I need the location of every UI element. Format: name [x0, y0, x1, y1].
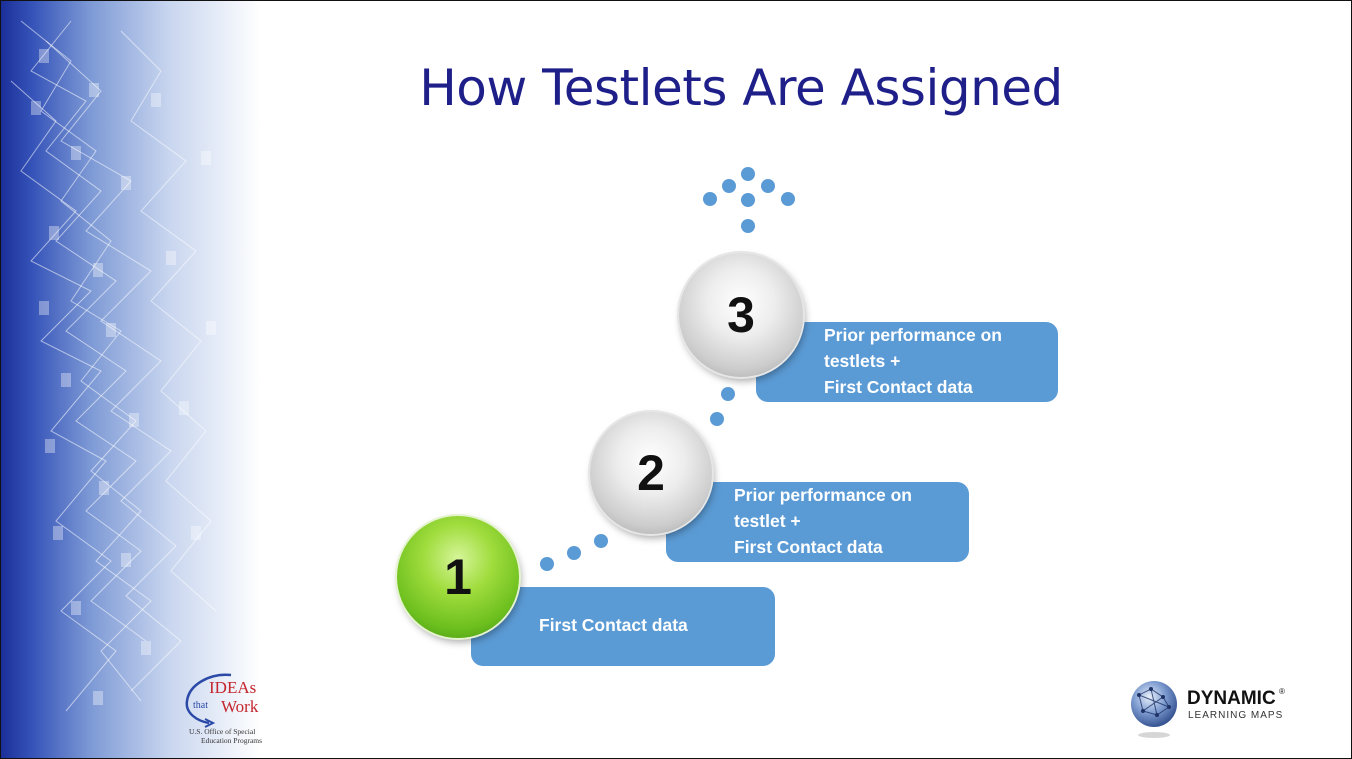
dot [721, 387, 735, 401]
dot [710, 412, 724, 426]
step-1-box: First Contact data [471, 587, 775, 666]
dot [741, 219, 755, 233]
registered-mark: ® [1279, 687, 1285, 696]
step-3-circle: 3 [679, 253, 803, 377]
step-1-line-1: First Contact data [539, 615, 688, 635]
dynamic-learning-maps-logo: DYNAMIC ® LEARNING MAPS [1129, 677, 1329, 741]
step-2-box: Prior performance on testlet + First Con… [666, 482, 969, 562]
step-2-line-2: testlet + [734, 511, 801, 531]
step-2-circle: 2 [590, 412, 712, 534]
network-background [1, 1, 261, 758]
step-3-line-1: Prior performance on [824, 325, 1002, 345]
dot [741, 167, 755, 181]
ideas-text: IDEAs [209, 678, 256, 697]
that-text: that [193, 700, 208, 711]
dot [781, 192, 795, 206]
dot [540, 557, 554, 571]
dot [722, 179, 736, 193]
step-2-number: 2 [637, 445, 665, 501]
dot [567, 546, 581, 560]
ideas-that-work-logo: IDEAs that Work U.S. Office of Special E… [179, 671, 289, 751]
step-1-number: 1 [444, 549, 472, 605]
step-3-box: Prior performance on testlets + First Co… [756, 322, 1058, 402]
work-text: Work [221, 697, 259, 716]
dot [761, 179, 775, 193]
step-2-line-3: First Contact data [734, 537, 883, 557]
osep-caption-1: U.S. Office of Special [189, 727, 255, 736]
step-3-number: 3 [727, 287, 755, 343]
slide-title: How Testlets Are Assigned [419, 59, 1063, 117]
dot [594, 534, 608, 548]
step-3-line-2: testlets + [824, 351, 901, 371]
step-2-line-1: Prior performance on [734, 485, 912, 505]
dot [741, 193, 755, 207]
step-1-circle: 1 [397, 516, 519, 638]
dot [703, 192, 717, 206]
osep-caption-2: Education Programs [201, 736, 262, 745]
dynamic-text: DYNAMIC [1187, 688, 1276, 709]
learning-maps-text: LEARNING MAPS [1188, 710, 1283, 721]
step-3-line-3: First Contact data [824, 377, 973, 397]
